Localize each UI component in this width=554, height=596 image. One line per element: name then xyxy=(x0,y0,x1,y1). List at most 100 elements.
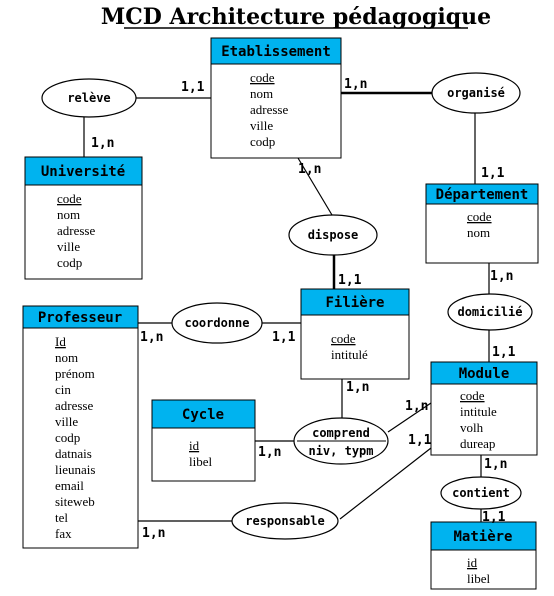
card-etab-releve: 1,1 xyxy=(181,80,205,95)
professeur-attr-datnais: datnais xyxy=(55,446,92,461)
cycle-attr-libel: libel xyxy=(189,454,212,469)
entity-professeur-name: Professeur xyxy=(38,310,122,326)
entity-matiere[interactable]: Matière id libel xyxy=(430,521,537,590)
relation-contient[interactable]: contient xyxy=(440,476,522,510)
relation-comprend-label: comprend xyxy=(312,426,370,440)
relation-organise[interactable]: organisé xyxy=(431,72,521,114)
relation-releve[interactable]: relève xyxy=(41,78,137,118)
edge-comprend-module xyxy=(387,402,432,433)
entity-professeur-header xyxy=(22,305,139,329)
entity-etablissement[interactable]: Etablissement code nom adresse ville cod… xyxy=(210,37,342,159)
entity-etablissement-name: Etablissement xyxy=(221,44,331,60)
card-module-domicilie: 1,1 xyxy=(492,345,516,360)
entity-filiere-name: Filière xyxy=(325,295,384,311)
professeur-attr-ville: ville xyxy=(55,414,78,429)
professeur-attr-id: Id xyxy=(55,334,66,349)
card-matiere-contient: 1,1 xyxy=(482,510,506,525)
entity-filiere[interactable]: Filière code intitulé xyxy=(300,288,410,380)
entity-professeur-box xyxy=(22,305,139,549)
cycle-attr-id: id xyxy=(189,438,200,453)
etablissement-attr-codp: codp xyxy=(250,134,275,149)
module-attr-dureap: dureap xyxy=(460,436,495,451)
entity-matiere-name: Matière xyxy=(453,529,512,545)
entity-departement-name: Département xyxy=(436,187,529,203)
module-attr-code: code xyxy=(460,388,485,403)
relation-comprend[interactable]: comprend niv, typm xyxy=(293,417,389,465)
entity-universite-header xyxy=(24,156,143,186)
relation-releve-label: relève xyxy=(67,91,110,105)
departement-attr-code: code xyxy=(467,209,492,224)
relation-releve-ellipse xyxy=(41,78,137,118)
entity-module[interactable]: Module code intitule volh dureap xyxy=(430,361,538,456)
professeur-attr-prenom: prénom xyxy=(55,366,95,381)
edge-responsable-module xyxy=(339,447,432,520)
card-prof-responsable: 1,n xyxy=(142,526,165,541)
card-filiere-dispose: 1,1 xyxy=(338,273,362,288)
entity-cycle-header xyxy=(151,399,256,429)
module-attr-intitule: intitule xyxy=(460,404,497,419)
relation-dispose[interactable]: dispose xyxy=(288,214,378,256)
entity-professeur[interactable]: Professeur Id nom prénom cin adresse vil… xyxy=(22,305,139,549)
professeur-attr-tel: tel xyxy=(55,510,68,525)
filiere-attr-intitule: intitulé xyxy=(331,347,368,362)
entity-etablissement-header xyxy=(210,37,342,65)
entity-cycle[interactable]: Cycle id libel xyxy=(151,399,256,482)
connectors xyxy=(83,91,490,522)
relation-dispose-ellipse xyxy=(288,214,378,256)
cardinalities: 1,1 1,n 1,n 1,1 1,n 1,1 1,n 1,1 1,n 1,1 … xyxy=(91,77,516,541)
entity-module-header xyxy=(430,361,538,385)
relation-contient-label: contient xyxy=(452,486,510,500)
universite-attr-adresse: adresse xyxy=(57,223,95,238)
entity-module-name: Module xyxy=(459,366,510,382)
entity-departement-header xyxy=(425,183,539,205)
relation-domicilie-label: domicilié xyxy=(457,305,522,319)
entity-universite[interactable]: Université code nom adresse ville codp xyxy=(24,156,143,280)
card-dept-organise: 1,1 xyxy=(481,166,505,181)
entity-matiere-header xyxy=(430,521,537,551)
filiere-attr-code: code xyxy=(331,331,356,346)
card-module-responsable: 1,1 xyxy=(408,433,432,448)
universite-attr-nom: nom xyxy=(57,207,80,222)
relation-organise-label: organisé xyxy=(447,86,505,100)
edge-dispose-etablissement xyxy=(297,157,333,216)
relation-comprend-attrs: niv, typm xyxy=(308,444,373,458)
professeur-attr-cin: cin xyxy=(55,382,71,397)
card-dept-domicilie: 1,n xyxy=(490,269,513,284)
card-cycle-comprend: 1,n xyxy=(258,445,281,460)
relation-responsable-label: responsable xyxy=(245,514,324,528)
matiere-attr-libel: libel xyxy=(467,571,490,586)
entity-filiere-header xyxy=(300,288,410,316)
relation-responsable[interactable]: responsable xyxy=(231,502,339,540)
universite-attr-codp: codp xyxy=(57,255,82,270)
relation-contient-ellipse xyxy=(440,476,522,510)
relation-organise-ellipse xyxy=(431,72,521,114)
entity-departement[interactable]: Département code nom xyxy=(425,183,539,264)
entity-cycle-name: Cycle xyxy=(182,407,224,423)
etablissement-attr-ville: ville xyxy=(250,118,273,133)
etablissement-attr-adresse: adresse xyxy=(250,102,288,117)
card-etab-dispose: 1,n xyxy=(298,162,321,177)
card-univ-releve: 1,n xyxy=(91,136,114,151)
professeur-attr-adresse: adresse xyxy=(55,398,93,413)
module-attr-volh: volh xyxy=(460,420,484,435)
card-module-comprend: 1,n xyxy=(405,399,428,414)
professeur-attr-lieunais: lieunais xyxy=(55,462,95,477)
professeur-attr-nom: nom xyxy=(55,350,78,365)
professeur-attr-email: email xyxy=(55,478,84,493)
relation-coordonne[interactable]: coordonne xyxy=(171,302,263,344)
universite-attr-code: code xyxy=(57,191,82,206)
card-module-contient: 1,n xyxy=(484,457,507,472)
relation-responsable-ellipse xyxy=(231,502,339,540)
relation-coordonne-label: coordonne xyxy=(184,316,249,330)
relation-domicilie[interactable]: domicilié xyxy=(447,293,533,331)
departement-attr-nom: nom xyxy=(467,225,490,240)
diagram-title: MCD Architecture pédagogique xyxy=(101,4,491,30)
etablissement-attr-nom: nom xyxy=(250,86,273,101)
relation-coordonne-ellipse xyxy=(171,302,263,344)
card-prof-coordonne: 1,n xyxy=(140,330,163,345)
card-etab-organise: 1,n xyxy=(344,77,367,92)
professeur-attr-codp: codp xyxy=(55,430,80,445)
relation-domicilie-ellipse xyxy=(447,293,533,331)
card-filiere-comprend: 1,n xyxy=(346,380,369,395)
